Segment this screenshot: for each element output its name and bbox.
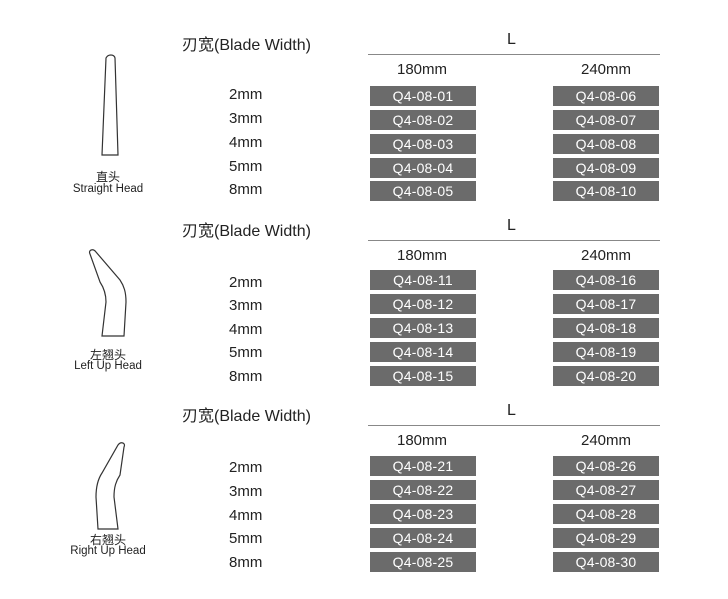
- catalog-code: Q4-08-04: [370, 158, 476, 178]
- catalog-code: Q4-08-13: [370, 318, 476, 338]
- blade-size: 3mm: [229, 297, 263, 314]
- catalog-code: Q4-08-18: [553, 318, 659, 338]
- catalog-code: Q4-08-10: [553, 181, 659, 201]
- catalog-code: Q4-08-06: [553, 86, 659, 106]
- blade-size: 5mm: [229, 530, 263, 547]
- catalog-code: Q4-08-12: [370, 294, 476, 314]
- catalog-code: Q4-08-22: [370, 480, 476, 500]
- right-up-head-icon: [60, 439, 160, 599]
- catalog-code: Q4-08-20: [553, 366, 659, 386]
- catalog-code: Q4-08-21: [370, 456, 476, 476]
- blade-size: 5mm: [229, 158, 263, 175]
- length-header: L: [507, 31, 516, 48]
- blade-size: 8mm: [229, 554, 263, 571]
- head-type-cn: 直头: [95, 170, 120, 184]
- left-up-head-icon: [60, 246, 160, 406]
- length-header: L: [507, 402, 516, 419]
- catalog-code: Q4-08-26: [553, 456, 659, 476]
- blade-size: 4mm: [229, 321, 263, 338]
- col-head-180: 180mm: [396, 61, 448, 78]
- catalog-code: Q4-08-27: [553, 480, 659, 500]
- catalog-code: Q4-08-29: [553, 528, 659, 548]
- blade-size: 5mm: [229, 344, 263, 361]
- catalog-code: Q4-08-25: [370, 552, 476, 572]
- catalog-code: Q4-08-03: [370, 134, 476, 154]
- catalog-code: Q4-08-15: [370, 366, 476, 386]
- section-right-up-head: 刃宽(Blade Width) L 180mm 240mm 右翘头 Right …: [0, 371, 728, 572]
- col-head-240: 240mm: [580, 61, 632, 78]
- catalog-code: Q4-08-14: [370, 342, 476, 362]
- head-type-cn: 左翘头: [89, 348, 126, 362]
- straight-head-icon: [60, 52, 160, 212]
- catalog-code: Q4-08-28: [553, 504, 659, 524]
- blade-size: 3mm: [229, 110, 263, 127]
- col-head-180: 180mm: [396, 432, 448, 449]
- catalog-code: Q4-08-11: [370, 270, 476, 290]
- blade-size: 4mm: [229, 507, 263, 524]
- catalog-code: Q4-08-02: [370, 110, 476, 130]
- blade-size: 2mm: [229, 86, 263, 103]
- head-type-en: Straight Head: [72, 183, 144, 195]
- blade-size: 8mm: [229, 368, 263, 385]
- length-header: L: [507, 217, 516, 234]
- col-head-240: 240mm: [580, 247, 632, 264]
- catalog-code: Q4-08-19: [553, 342, 659, 362]
- blade-width-header: 刃宽(Blade Width): [182, 37, 311, 54]
- catalog-code: Q4-08-01: [370, 86, 476, 106]
- col-head-180: 180mm: [396, 247, 448, 264]
- catalog-code: Q4-08-23: [370, 504, 476, 524]
- catalog-code: Q4-08-05: [370, 181, 476, 201]
- blade-width-header: 刃宽(Blade Width): [182, 408, 311, 425]
- catalog-code: Q4-08-17: [553, 294, 659, 314]
- head-type-en: Right Up Head: [70, 545, 146, 557]
- blade-size: 2mm: [229, 459, 263, 476]
- section-straight-head: 刃宽(Blade Width) L 180mm 240mm 直头 Straigh…: [0, 0, 728, 201]
- catalog-code: Q4-08-24: [370, 528, 476, 548]
- blade-size: 8mm: [229, 181, 263, 198]
- col-head-240: 240mm: [580, 432, 632, 449]
- header-divider: [368, 425, 660, 426]
- header-divider: [368, 240, 660, 241]
- catalog-code: Q4-08-16: [553, 270, 659, 290]
- catalog-code: Q4-08-09: [553, 158, 659, 178]
- blade-size: 3mm: [229, 483, 263, 500]
- head-type-cn: 右翘头: [89, 533, 126, 547]
- header-divider: [368, 54, 660, 55]
- head-type-en: Left Up Head: [74, 360, 142, 372]
- blade-size: 2mm: [229, 274, 263, 291]
- blade-size: 4mm: [229, 134, 263, 151]
- catalog-code: Q4-08-30: [553, 552, 659, 572]
- catalog-code: Q4-08-08: [553, 134, 659, 154]
- catalog-code: Q4-08-07: [553, 110, 659, 130]
- section-left-up-head: 刃宽(Blade Width) L 180mm 240mm 左翘头 Left U…: [0, 186, 728, 386]
- blade-width-header: 刃宽(Blade Width): [182, 223, 311, 240]
